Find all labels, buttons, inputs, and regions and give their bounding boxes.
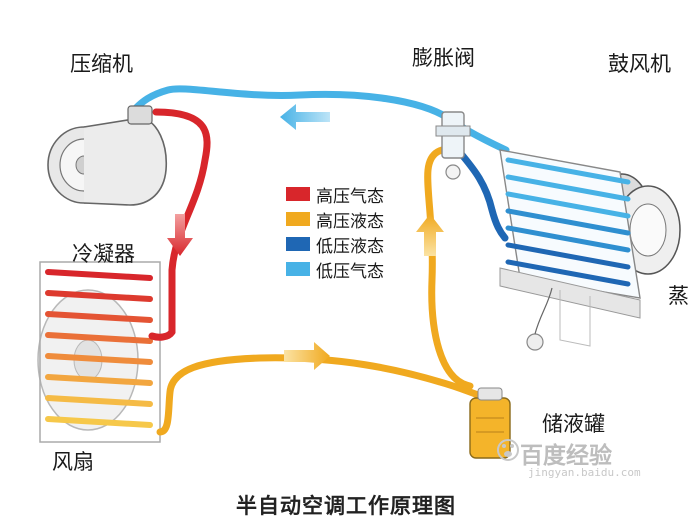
legend-label: 高压液态 — [316, 211, 384, 232]
high-pressure-liquid-line-up — [424, 145, 474, 390]
legend-item: 高压气态 — [286, 182, 384, 207]
legend-label: 低压液态 — [316, 236, 384, 257]
watermark-url: jingyan.baidu.com — [528, 466, 641, 479]
condenser-coil — [45, 395, 153, 407]
expansion-valve-icon — [435, 111, 471, 180]
diagram-caption: 半自动空调工作原理图 — [236, 494, 456, 518]
legend-label: 高压气态 — [316, 186, 384, 207]
condenser-coil — [45, 353, 153, 365]
compressor-icon — [47, 105, 168, 206]
legend-item: 低压液态 — [286, 232, 384, 257]
evaporator-coil — [505, 208, 631, 236]
flow-arrow-red-down — [167, 214, 193, 256]
legend: 高压气态 高压液态 低压液态 低压气态 — [286, 182, 384, 282]
legend-item: 高压液态 — [286, 207, 384, 232]
flow-arrow-blue-left — [280, 104, 330, 130]
evaporator-coil — [505, 259, 631, 287]
condenser-coil — [45, 332, 153, 344]
evaporator-label: 蒸 — [668, 284, 689, 308]
condenser-icon — [39, 261, 161, 443]
evaporator-coil — [505, 157, 631, 185]
baidu-paw-icon — [497, 439, 519, 461]
evaporator-coil — [505, 174, 631, 202]
evaporator-coil — [505, 242, 631, 270]
legend-swatch — [286, 212, 310, 226]
legend-swatch — [286, 262, 310, 276]
receiver-drier-label: 储液罐 — [542, 412, 605, 436]
compressor-label: 压缩机 — [70, 52, 133, 76]
high-pressure-liquid-line — [156, 354, 492, 436]
flow-arrow-yellow-up — [416, 214, 444, 256]
evaporator-icon — [499, 149, 641, 351]
condenser-coil — [45, 374, 153, 386]
expansion-valve-label: 膨胀阀 — [412, 46, 475, 70]
flow-arrow-yellow-right — [284, 342, 330, 370]
legend-swatch — [286, 187, 310, 201]
condenser-coil — [45, 290, 153, 302]
legend-swatch — [286, 237, 310, 251]
evaporator-coil — [505, 225, 631, 253]
condenser-label: 冷凝器 — [72, 242, 135, 266]
legend-item: 低压气态 — [286, 257, 384, 282]
legend-label: 低压气态 — [316, 261, 384, 282]
condenser-coil — [45, 311, 153, 323]
blower-label: 鼓风机 — [608, 52, 671, 76]
low-pressure-liquid-line — [454, 146, 509, 242]
high-pressure-gas-line — [148, 108, 211, 341]
evaporator-coil — [505, 191, 631, 219]
condenser-coil — [45, 269, 153, 281]
fan-label: 风扇 — [52, 450, 94, 474]
watermark-text: 百度经验 — [520, 443, 612, 469]
condenser-coil — [45, 416, 153, 428]
